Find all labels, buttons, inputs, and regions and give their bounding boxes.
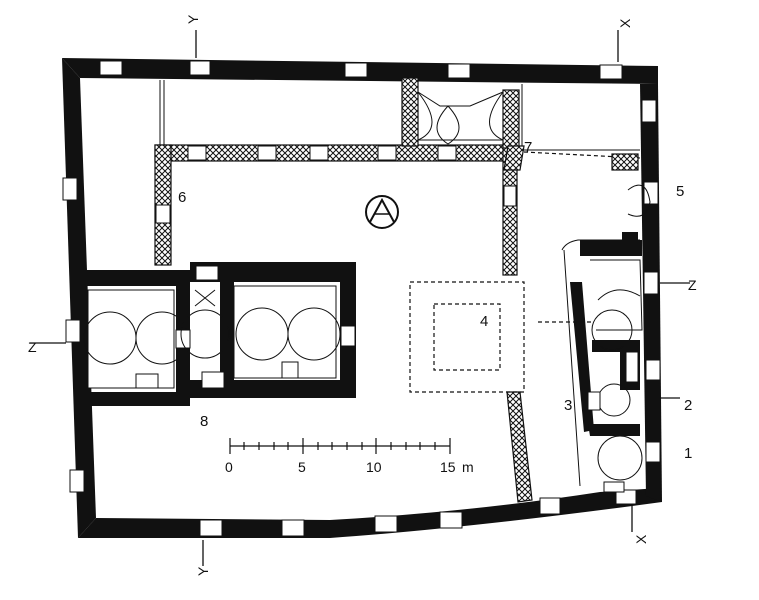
section-marks [30, 30, 690, 566]
room-label-8: 8 [200, 413, 208, 430]
room-label-7: 7 [524, 139, 532, 156]
section-label-x-bottom: X [633, 534, 649, 544]
section-label-z-right: Z [688, 277, 697, 293]
section-label-y-top: Y [185, 14, 201, 24]
outer-window-openings [62, 60, 661, 537]
north-arrow-icon [365, 195, 399, 229]
right-side-rooms [538, 184, 651, 493]
section-label-y-bottom: Y [195, 566, 211, 576]
room-label-1: 1 [684, 445, 692, 462]
room-label-2: 2 [684, 397, 692, 414]
scale-tick-15: 15 [440, 459, 456, 475]
room-label-3: 3 [564, 397, 572, 414]
room-label-4: 4 [480, 313, 488, 330]
left-vaulted-rooms [80, 270, 191, 406]
middle-vaulted-rooms [180, 262, 356, 398]
central-pool [409, 281, 525, 393]
section-label-x-top: X [617, 18, 633, 28]
scale-tick-10: 10 [366, 459, 382, 475]
scale-tick-0: 0 [225, 459, 233, 475]
room-label-6: 6 [178, 189, 186, 206]
hatched-opening-right [611, 153, 639, 171]
dashed-line-7 [523, 151, 641, 159]
wall-junction-7 [503, 145, 525, 171]
room-label-5: 5 [676, 183, 684, 200]
inner-openings [155, 145, 517, 224]
scale-tick-5: 5 [298, 459, 306, 475]
scale-unit: m [462, 459, 474, 475]
scale-bar [229, 438, 451, 454]
upper-corridor [159, 80, 640, 151]
section-label-z-left: Z [28, 339, 37, 355]
